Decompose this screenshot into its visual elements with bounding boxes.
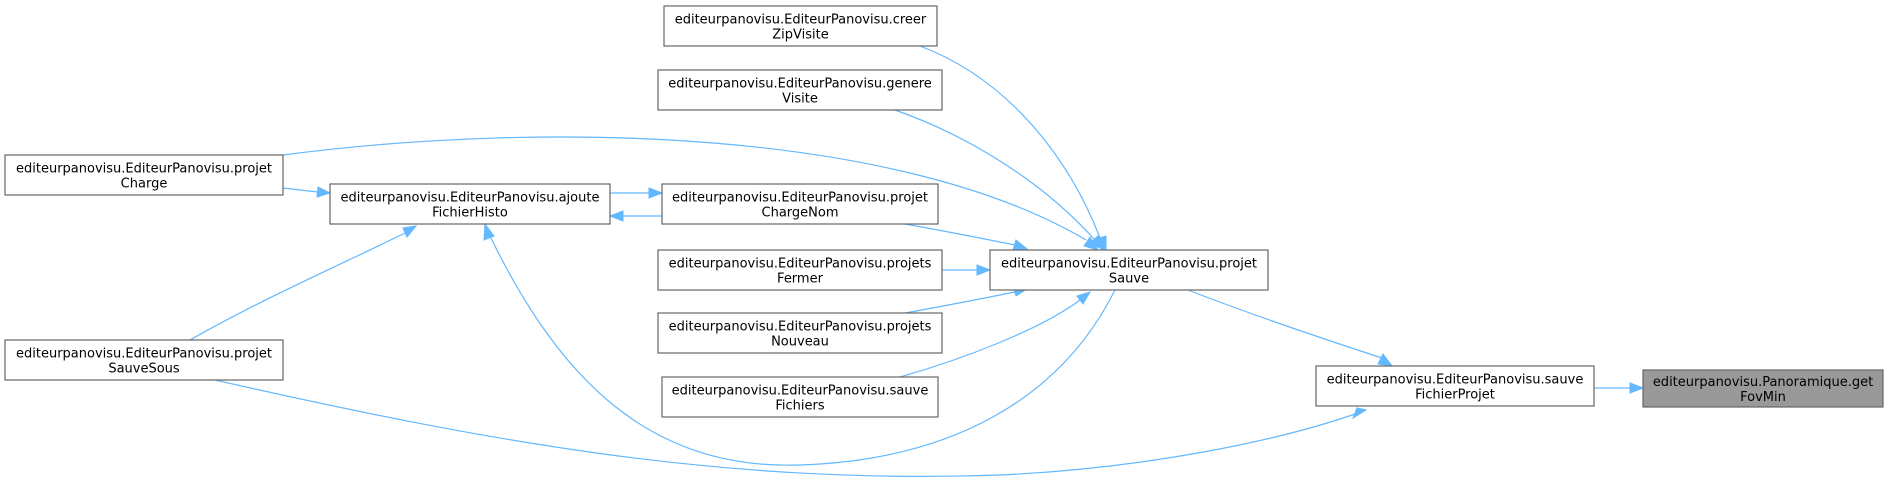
node-box	[657, 312, 943, 354]
edge-charge-to-sauve	[282, 136, 1100, 251]
node-label-line: Sauve	[1109, 272, 1149, 287]
edge-line	[489, 235, 1116, 466]
arrowhead-icon	[1089, 235, 1105, 252]
node-label-line: editeurpanovisu.EditeurPanovisu.projet	[16, 347, 272, 362]
node-box	[4, 339, 284, 381]
node-label-line: Visite	[782, 92, 818, 107]
node-box	[661, 376, 939, 418]
arrowhead-icon	[608, 210, 624, 222]
node-label-line: editeurpanovisu.EditeurPanovisu.ajoute	[341, 191, 600, 206]
edge-chargenom-to-ajoute	[608, 210, 662, 222]
node-ajoute[interactable]: editeurpanovisu.EditeurPanovisu.ajouteFi…	[329, 183, 611, 225]
node-label-line: Fermer	[777, 272, 824, 287]
node-box	[663, 5, 938, 47]
arrowhead-icon	[316, 186, 332, 198]
node-sauvefichierprojet[interactable]: editeurpanovisu.EditeurPanovisu.sauveFic…	[1315, 365, 1595, 407]
node-box	[661, 183, 939, 225]
node-box	[1315, 365, 1595, 407]
node-sauvesous[interactable]: editeurpanovisu.EditeurPanovisu.projetSa…	[4, 339, 284, 381]
edge-line	[214, 379, 1356, 477]
edge-line	[1187, 289, 1383, 359]
edge-line	[282, 187, 319, 193]
nodes-layer: editeurpanovisu.EditeurPanovisu.creerZip…	[4, 5, 1884, 418]
edge-sauvefichiers-to-sauve	[899, 291, 1092, 378]
node-label-line: editeurpanovisu.EditeurPanovisu.sauve	[1327, 373, 1584, 388]
edge-line	[189, 232, 406, 341]
edges-layer	[189, 45, 1645, 477]
node-label-line: ZipVisite	[772, 28, 828, 43]
node-label-line: editeurpanovisu.Panoramique.get	[1653, 375, 1873, 390]
edge-line	[904, 223, 1016, 246]
edge-fermer-to-sauve	[942, 264, 992, 276]
node-label-line: editeurpanovisu.EditeurPanovisu.projets	[669, 320, 932, 335]
node-label-line: ChargeNom	[762, 206, 839, 221]
edge-sauvesous-to-ajoute	[189, 225, 418, 341]
arrowhead-icon	[976, 264, 992, 276]
edge-line	[894, 109, 1095, 240]
arrowhead-icon	[1012, 239, 1029, 251]
edge-sauvefichierprojet-to-getfovmin	[1594, 382, 1645, 394]
node-charge[interactable]: editeurpanovisu.EditeurPanovisu.projetCh…	[4, 154, 284, 196]
node-nouveau[interactable]: editeurpanovisu.EditeurPanovisu.projetsN…	[657, 312, 943, 354]
arrowhead-icon	[1377, 353, 1394, 367]
edge-genere-to-sauve	[894, 109, 1105, 252]
edge-creer-to-sauve	[919, 45, 1107, 252]
edge-line	[919, 45, 1101, 239]
node-creer[interactable]: editeurpanovisu.EditeurPanovisu.creerZip…	[663, 5, 938, 47]
arrowhead-icon	[1076, 291, 1092, 305]
node-label-line: editeurpanovisu.EditeurPanovisu.sauve	[672, 384, 929, 399]
edge-chargenom-to-sauve	[904, 223, 1029, 251]
edge-line	[282, 136, 1087, 241]
node-label-line: Nouveau	[771, 335, 829, 350]
arrowhead-icon	[483, 222, 495, 241]
node-box	[989, 249, 1269, 291]
arrowhead-icon	[1351, 407, 1368, 420]
node-sauve[interactable]: editeurpanovisu.EditeurPanovisu.projetSa…	[989, 249, 1269, 291]
edge-line	[904, 291, 1016, 314]
arrowhead-icon	[1083, 236, 1100, 251]
edge-sauvesous-to-sauvefichierprojet	[214, 379, 1368, 477]
edge-sauve-to-ajoute	[483, 222, 1116, 466]
node-label-line: FichierProjet	[1415, 388, 1495, 403]
node-label-line: editeurpanovisu.EditeurPanovisu.creer	[675, 13, 927, 28]
arrowhead-icon	[1629, 382, 1645, 394]
node-label-line: editeurpanovisu.EditeurPanovisu.projet	[16, 162, 272, 177]
node-label-line: editeurpanovisu.EditeurPanovisu.projets	[669, 257, 932, 272]
node-label-line: editeurpanovisu.EditeurPanovisu.genere	[668, 77, 932, 92]
edge-charge-to-ajoute	[282, 186, 332, 198]
node-box	[1642, 369, 1884, 408]
node-label-line: FovMin	[1740, 390, 1786, 405]
node-box	[657, 69, 943, 111]
node-box	[657, 249, 943, 291]
node-label-line: Charge	[121, 177, 168, 192]
edge-sauve-to-sauvefichierprojet	[1187, 289, 1394, 367]
arrowhead-icon	[402, 225, 418, 238]
arrowhead-icon	[648, 187, 664, 199]
node-label-line: SauveSous	[108, 362, 180, 377]
node-label-line: FichierHisto	[432, 206, 508, 221]
node-genere[interactable]: editeurpanovisu.EditeurPanovisu.genereVi…	[657, 69, 943, 111]
node-box	[329, 183, 611, 225]
node-label-line: editeurpanovisu.EditeurPanovisu.projet	[1001, 257, 1257, 272]
edge-ajoute-to-chargenom	[610, 187, 664, 199]
edge-line	[899, 299, 1081, 378]
node-chargenom[interactable]: editeurpanovisu.EditeurPanovisu.projetCh…	[661, 183, 939, 225]
node-sauvefichiers[interactable]: editeurpanovisu.EditeurPanovisu.sauveFic…	[661, 376, 939, 418]
node-label-line: editeurpanovisu.EditeurPanovisu.projet	[672, 191, 928, 206]
node-fermer[interactable]: editeurpanovisu.EditeurPanovisu.projetsF…	[657, 249, 943, 291]
node-box	[4, 154, 284, 196]
node-label-line: Fichiers	[775, 399, 824, 414]
